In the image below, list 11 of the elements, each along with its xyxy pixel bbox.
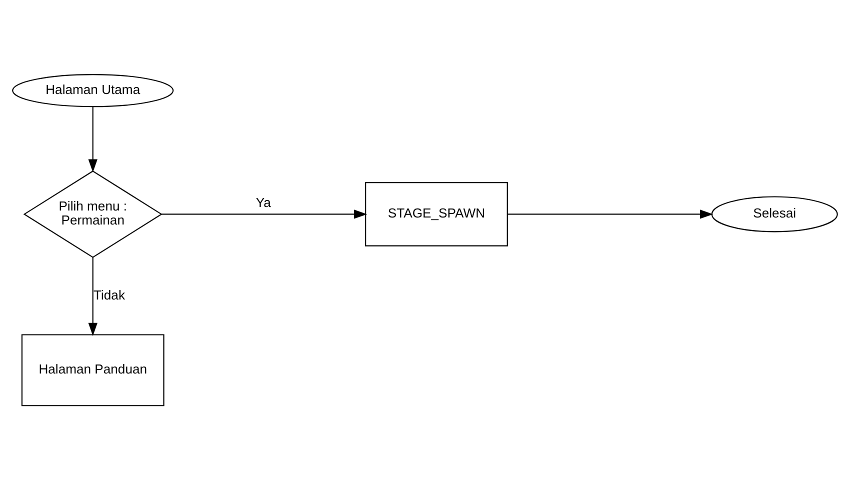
node-ellipse: Halaman Utama xyxy=(12,73,174,107)
node-diamond: Pilih menu : Permainan xyxy=(23,170,162,258)
edge-label: Tidak xyxy=(93,286,125,302)
node-ellipse: Selesai xyxy=(711,196,838,232)
edge-label: Ya xyxy=(256,194,271,210)
arrow xyxy=(162,209,368,218)
node-box: STAGE_SPAWN xyxy=(365,182,508,246)
arrow xyxy=(88,106,98,172)
arrow xyxy=(507,209,714,218)
node-box: Halaman Panduan xyxy=(21,334,164,406)
arrow xyxy=(88,256,98,336)
